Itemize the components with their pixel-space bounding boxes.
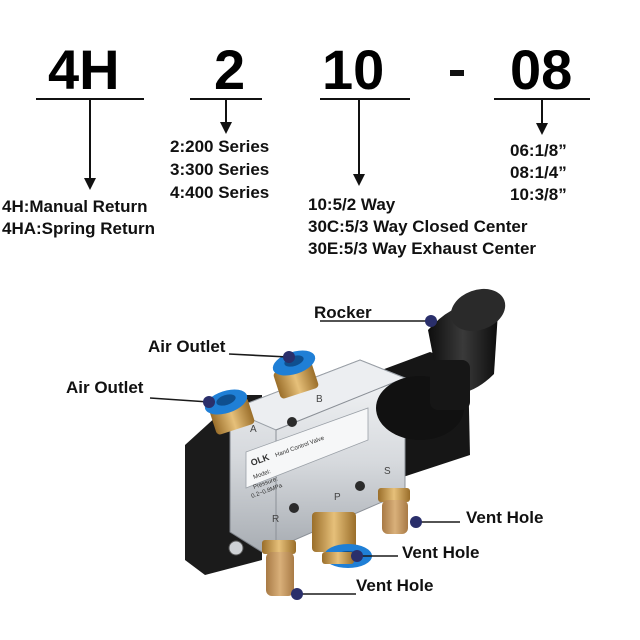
way-30c: 30C:5/3 Way Closed Center xyxy=(308,217,528,236)
way-30e: 30E:5/3 Way Exhaust Center xyxy=(308,239,537,258)
underline-10 xyxy=(320,98,410,100)
connector-2 xyxy=(225,99,227,123)
marker-vent-middle xyxy=(351,550,363,562)
port-a: A xyxy=(250,424,257,435)
code-part-port: 08 xyxy=(510,38,573,101)
connector-4h xyxy=(89,99,91,179)
marker-air-outlet-top xyxy=(283,351,295,363)
vent-muffler-r xyxy=(262,540,296,596)
port-r: R xyxy=(272,514,279,525)
valve-model: Model: xyxy=(253,469,272,481)
code-part-series-number: 2 xyxy=(214,38,246,101)
series-200: 2:200 Series xyxy=(170,137,270,156)
series-400: 4:400 Series xyxy=(170,183,270,202)
callout-air-outlet-top: Air Outlet xyxy=(148,337,226,356)
callout-rocker: Rocker xyxy=(314,303,372,322)
code-separator-dash xyxy=(450,70,464,76)
port-08: 08:1/4” xyxy=(510,163,567,182)
series-300: 3:300 Series xyxy=(170,160,270,179)
return-type-manual: 4H:Manual Return xyxy=(2,197,148,216)
arrow-4h-icon xyxy=(84,178,96,190)
port-10: 10:3/8” xyxy=(510,185,567,204)
port-s: S xyxy=(384,466,391,477)
callout-vent-hole-right: Vent Hole xyxy=(466,508,544,527)
callout-lines xyxy=(149,320,460,595)
callout-vent-hole-bottom: Vent Hole xyxy=(356,576,434,595)
port-p: P xyxy=(334,492,341,503)
leader-air-outlet-top xyxy=(228,353,289,358)
valve-body xyxy=(228,359,407,553)
rocker-handle xyxy=(376,288,506,440)
marker-air-outlet-left xyxy=(203,396,215,408)
code-part-way: 10 xyxy=(322,38,385,101)
port-letters: A B R P S xyxy=(250,394,391,525)
arrow-2-icon xyxy=(220,122,232,134)
callout-vent-hole-middle: Vent Hole xyxy=(402,543,480,562)
arrow-08-icon xyxy=(536,123,548,135)
arrow-10-icon xyxy=(353,174,365,186)
port-06: 06:1/8” xyxy=(510,141,567,160)
port-b: B xyxy=(316,394,323,405)
way-10: 10:5/2 Way xyxy=(308,195,396,214)
callout-markers xyxy=(203,315,437,600)
air-outlet-fitting-a xyxy=(204,389,255,435)
vent-muffler-s xyxy=(378,488,410,534)
callout-air-outlet-left: Air Outlet xyxy=(66,378,144,397)
code-part-series-type: 4H xyxy=(48,38,120,101)
marker-vent-right xyxy=(410,516,422,528)
vent-muffler-center xyxy=(322,552,354,564)
marker-rocker xyxy=(425,315,437,327)
connector-08 xyxy=(541,99,543,124)
return-type-spring: 4HA:Spring Return xyxy=(2,219,155,238)
connector-10 xyxy=(358,99,360,175)
marker-vent-bottom xyxy=(291,588,303,600)
leader-air-outlet-left xyxy=(149,397,210,403)
screw-icon xyxy=(228,540,244,556)
